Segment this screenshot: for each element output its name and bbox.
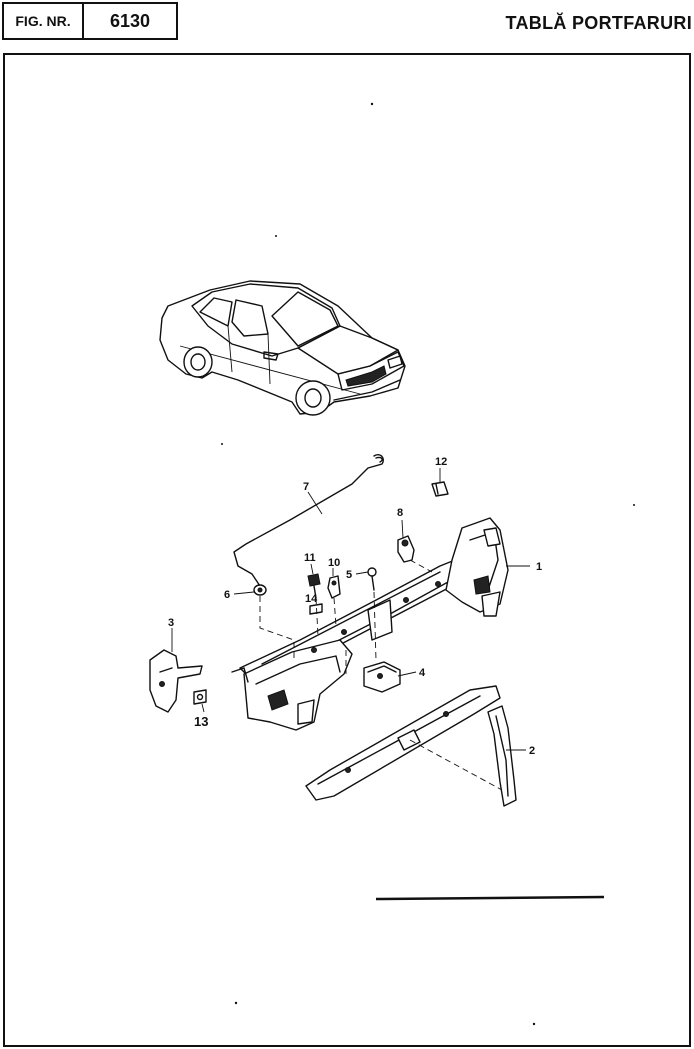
figure-number-value: 6130 [109,10,151,31]
callout-11: 11 [304,552,316,564]
assembly-lines [259,559,503,791]
part-1-headlamp-support-panel [231,517,509,731]
speck [633,504,635,506]
part-4-latch-pad [363,661,401,693]
callout-1: 1 [536,561,542,573]
part-2-lower-rail-and-stay [305,685,517,807]
callout-4: 4 [419,667,426,679]
speck [234,1001,238,1005]
callout-3: 3 [168,617,174,629]
diagram-frame [3,53,691,1047]
part-12-clip [431,481,449,497]
part-3-bracket [149,649,203,713]
horizontal-rule [375,895,605,901]
leader-lines [171,468,530,751]
part-7-wire-harness [233,454,384,587]
speck [275,235,277,237]
callout-10: 10 [328,557,340,569]
callout-2: 2 [529,745,535,757]
figure-number-box: FIG. NR. 6130 [2,2,178,40]
speck [221,443,223,445]
speck [532,1022,536,1026]
callout-13: 13 [194,714,208,729]
callout-7: 7 [303,481,309,493]
car-illustration [159,280,406,416]
page-title: TABLĂ PORTFARURI [505,13,692,33]
callout-14: 14 [305,593,318,605]
callout-12: 12 [435,456,447,468]
speck [370,102,374,106]
fasteners [253,567,377,615]
callout-6: 6 [224,589,230,601]
part-13-nut [193,689,207,705]
callout-8: 8 [397,507,403,519]
figure-number-label: FIG. NR. [4,4,84,38]
callout-5: 5 [346,569,352,581]
part-8-latch-bracket [397,535,415,563]
